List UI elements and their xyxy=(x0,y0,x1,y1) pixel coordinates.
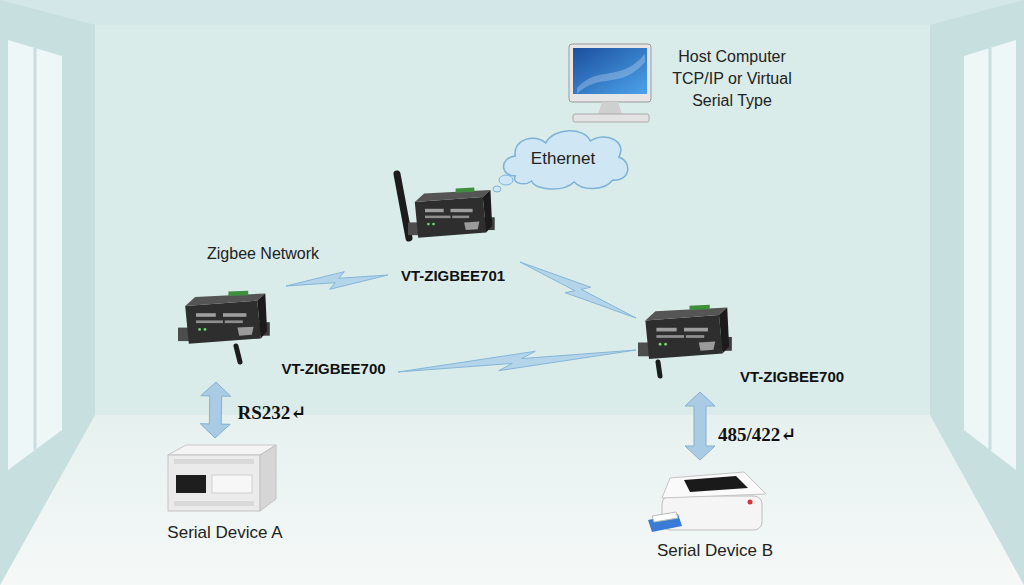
ethernet-cloud-tail xyxy=(499,175,513,185)
monitor-icon xyxy=(573,114,649,122)
ceiling xyxy=(0,0,1024,25)
gateway-device: VT-ZIGBEE700 xyxy=(176,286,398,382)
node-label: VT-ZIGBEE700 xyxy=(730,368,854,386)
text-holder: Host Computer TCP/IP or Virtual Serial T… xyxy=(657,46,807,112)
printer-picture xyxy=(748,500,753,505)
window xyxy=(989,48,992,450)
plc-picture xyxy=(168,455,260,511)
serial-link xyxy=(200,382,230,438)
plc-picture xyxy=(168,445,276,455)
text-holder: Ethernet xyxy=(495,148,631,170)
text-holder: VT-ZIGBEE700 xyxy=(271,360,396,378)
ethernet-cloud-tail xyxy=(493,175,513,192)
plc-picture xyxy=(174,459,254,464)
plc-picture xyxy=(176,475,206,493)
plc-picture xyxy=(168,445,276,511)
zigbee-link xyxy=(398,350,636,372)
gateway-picture xyxy=(178,291,270,344)
serial-link xyxy=(685,392,715,460)
gateway-antenna xyxy=(236,346,240,362)
plc-picture xyxy=(174,501,254,506)
printer-picture xyxy=(684,476,748,492)
monitor-icon xyxy=(577,54,645,94)
node-label: Serial Device A xyxy=(155,522,295,543)
window xyxy=(8,40,1016,470)
node-label: Serial Device B xyxy=(640,540,790,561)
node-label: Ethernet xyxy=(495,148,631,170)
gateway-picture xyxy=(638,305,732,359)
node-label: VT-ZIGBEE700 xyxy=(271,360,396,378)
monitor-icon xyxy=(569,44,651,122)
printer-picture xyxy=(648,472,766,532)
text-holder: Serial Device B xyxy=(640,540,790,561)
zigbee-link xyxy=(520,262,636,318)
monitor-icon xyxy=(569,44,651,102)
window xyxy=(34,48,37,450)
link-label: 485/422↵ xyxy=(718,424,796,446)
text-holder: VT-ZIGBEE701 xyxy=(388,267,518,285)
monitor-icon xyxy=(573,48,647,94)
node-label: VT-ZIGBEE701 xyxy=(388,267,518,285)
back-wall xyxy=(95,25,930,415)
monitor-icon xyxy=(598,102,622,114)
printer-picture xyxy=(652,512,678,522)
host-computer: Host Computer TCP/IP or Virtual Serial T… xyxy=(565,40,820,124)
node-label: Host Computer TCP/IP or Virtual Serial T… xyxy=(657,46,807,112)
gateway-picture xyxy=(408,188,495,238)
ethernet-cloud: Ethernet xyxy=(495,124,633,194)
text-holder: Serial Device A xyxy=(155,522,295,543)
network-label: Zigbee Network xyxy=(207,244,319,264)
gateway-device: VT-ZIGBEE701 xyxy=(388,165,520,290)
gateway-antenna xyxy=(658,362,660,376)
serial-device: Serial Device B xyxy=(640,460,792,563)
ethernet-cloud-tail xyxy=(493,186,501,192)
floor xyxy=(0,415,1024,585)
gateway-antenna xyxy=(236,174,660,376)
serial-device: Serial Device A xyxy=(155,438,297,550)
link-label: RS232↵ xyxy=(238,402,307,424)
text-holder: VT-ZIGBEE700 xyxy=(730,368,854,386)
zigbee-link xyxy=(286,272,388,290)
side-wall xyxy=(0,0,95,585)
gateway-antenna xyxy=(397,174,409,238)
window xyxy=(8,40,62,470)
printer-picture xyxy=(662,472,766,498)
side-wall xyxy=(930,0,1024,585)
gateway-device: VT-ZIGBEE700 xyxy=(636,300,858,392)
plc-picture xyxy=(260,445,276,511)
plc-picture xyxy=(212,475,252,493)
window xyxy=(964,40,1016,470)
